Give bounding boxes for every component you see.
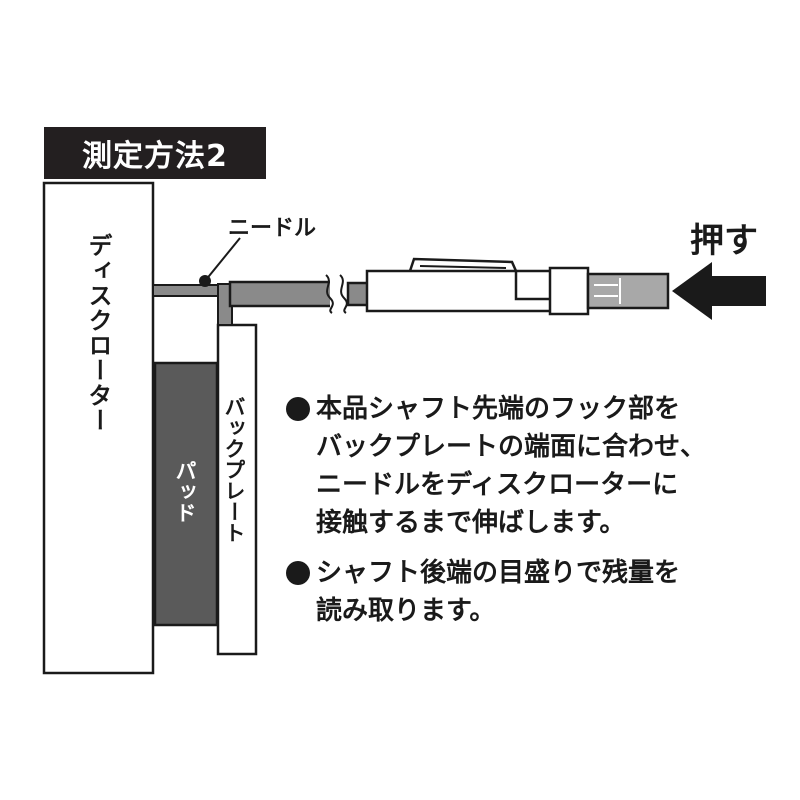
back-plate [216,323,258,656]
shaft-continuation [346,281,370,307]
shaft-hook [217,283,233,326]
instruction-item: シャフト後端の目盛りで残量を 読み取ります。 [286,554,786,630]
shaft-break-gap [330,275,348,313]
gauge-clip-top [419,265,507,269]
instruction-item: 本品シャフト先端のフック部を バックプレートの端面に合わせ、 ニードルをディスク… [286,390,786,542]
disc-rotor [42,181,155,675]
push-label: 押す [690,221,758,261]
instruction-line: バックプレートの端面に合わせ、 [316,432,707,462]
disc-rotor-label: ディスクローター [84,233,112,433]
shaft [228,280,334,308]
grip-ridges [594,278,621,304]
instruction-text: 本品シャフト先端のフック部を バックプレートの端面に合わせ、 ニードルをディスク… [316,390,706,542]
needle-label: ニードル [228,216,317,241]
bullet-dot-icon [286,397,310,421]
needle-leader-dot [199,275,211,287]
needle-leader-line [204,237,241,282]
section-title: 測定方法2 [44,127,266,179]
instruction-line: 本品シャフト先端のフック部を [316,394,681,424]
gauge-collar [548,266,590,316]
push-arrow-icon [672,262,766,320]
back-plate-label: バックプレート [222,396,246,543]
instruction-list: 本品シャフト先端のフック部を バックプレートの端面に合わせ、 ニードルをディスク… [286,390,786,630]
pad-label: パッド [173,460,197,523]
gauge-clip [408,257,550,301]
gauge-body [365,269,556,313]
instruction-text: シャフト後端の目盛りで残量を 読み取ります。 [316,554,680,630]
instruction-line: 接触するまで伸ばします。 [316,508,626,538]
gauge-grip [586,272,670,310]
instruction-line: ニードルをディスクローターに [316,470,679,500]
bullet-dot-icon [286,561,310,585]
shaft-break-mark [325,274,348,314]
instruction-line: シャフト後端の目盛りで残量を [316,558,681,588]
instruction-line: 読み取ります。 [316,596,496,626]
